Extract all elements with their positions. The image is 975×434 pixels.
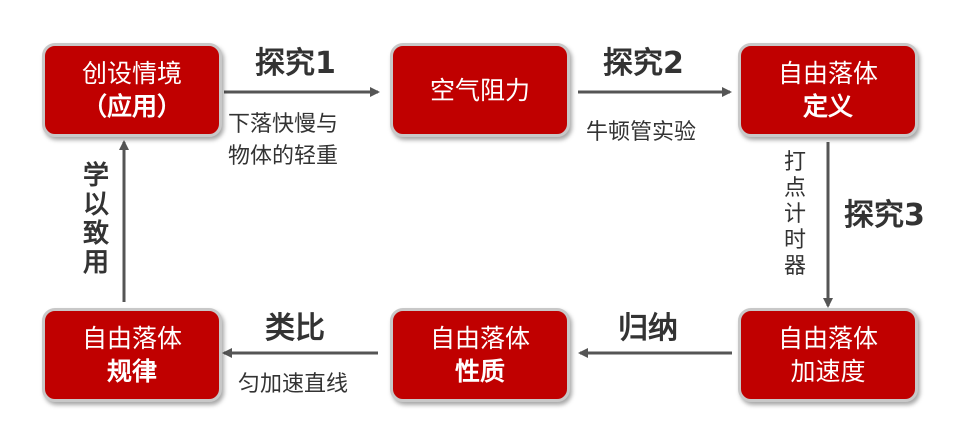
node-scenario-line1: 创设情境 — [81, 59, 182, 88]
label-explore3: 探究3 — [844, 198, 925, 233]
label-explore1: 探究1 — [255, 46, 336, 81]
node-scenario-line2: （应用） — [81, 92, 182, 121]
node-air-resistance-line1: 空气阻力 — [429, 75, 530, 105]
node-law: 自由落体 规律 — [42, 308, 222, 402]
node-acceleration: 自由落体 加速度 — [738, 308, 918, 402]
node-definition: 自由落体 定义 — [738, 43, 918, 137]
node-scenario: 创设情境 （应用） — [42, 43, 222, 137]
note-analogy: 匀加速直线 — [238, 372, 349, 397]
node-law-line1: 自由落体 — [81, 324, 182, 353]
node-air-resistance: 空气阻力 — [390, 43, 570, 137]
label-explore2: 探究2 — [603, 46, 684, 81]
label-analogy: 类比 — [265, 311, 325, 346]
note-explore3: 打点计时器 — [783, 150, 806, 279]
node-nature-line2: 性质 — [454, 357, 505, 386]
note-explore2: 牛顿管实验 — [586, 120, 697, 145]
label-application: 学以致用 — [82, 161, 109, 279]
node-definition-line2: 定义 — [802, 92, 853, 121]
node-nature: 自由落体 性质 — [390, 308, 570, 402]
node-nature-line1: 自由落体 — [429, 324, 530, 353]
node-acceleration-line2: 加速度 — [790, 357, 866, 386]
node-acceleration-line1: 自由落体 — [777, 324, 878, 353]
node-definition-line1: 自由落体 — [777, 59, 878, 88]
node-law-line2: 规律 — [106, 357, 157, 386]
note-explore1-line2: 物体的轻重 — [228, 144, 339, 169]
note-explore1-line1: 下落快慢与 — [228, 112, 339, 137]
label-induction: 归纳 — [618, 311, 678, 346]
